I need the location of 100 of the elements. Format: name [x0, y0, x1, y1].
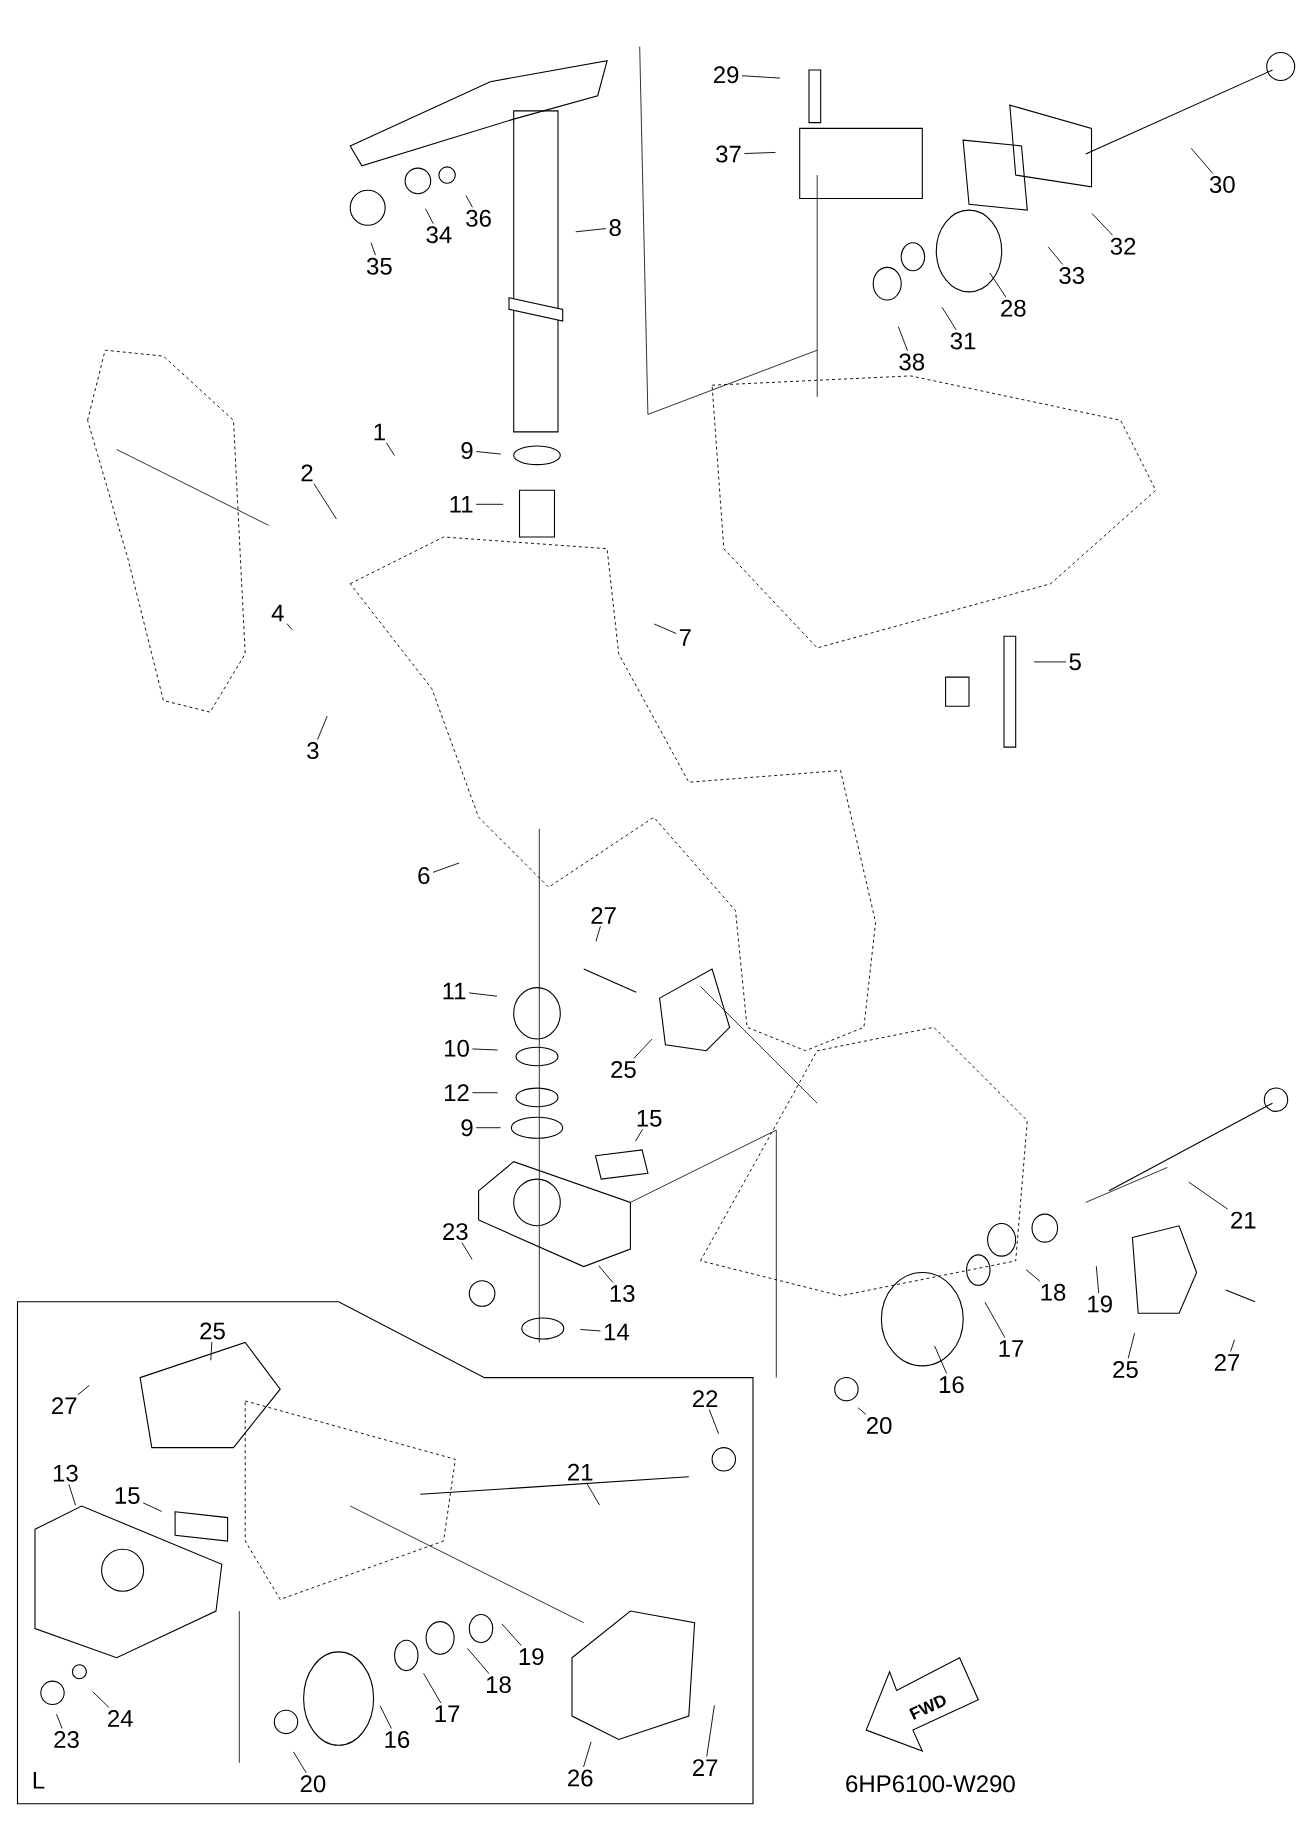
- callout-number: 25: [1113, 1360, 1138, 1378]
- leader-line: [741, 75, 781, 79]
- leader-line: [1095, 1265, 1100, 1294]
- leader-line: [423, 1672, 442, 1704]
- callout-number: 34: [426, 226, 452, 244]
- drawing-code: 6HP6100-W290: [846, 1775, 1015, 1793]
- leader-line: [1033, 661, 1067, 663]
- leader-line: [598, 1265, 614, 1283]
- leader-line: [984, 1301, 1006, 1339]
- callout-number: 16: [385, 1731, 410, 1748]
- leader-line: [379, 1705, 392, 1729]
- callout-number: 5: [1069, 653, 1081, 671]
- callout-number: 6: [418, 867, 430, 885]
- callout-number: 9: [461, 1119, 473, 1137]
- leader-line: [286, 623, 293, 631]
- callout-number: 19: [519, 1648, 544, 1666]
- callout-number: 32: [1110, 237, 1136, 255]
- leader-line: [579, 1329, 601, 1332]
- leader-line: [595, 925, 601, 942]
- callout-number: 9: [461, 442, 473, 460]
- callout-number: 23: [54, 1731, 79, 1748]
- leader-line: [432, 862, 460, 873]
- callout-number: 10: [445, 1039, 469, 1057]
- leader-line: [653, 623, 677, 634]
- callout-number: 15: [637, 1110, 662, 1127]
- leader-line: [1091, 213, 1114, 236]
- leader-line: [708, 1409, 720, 1435]
- leader-line: [475, 1127, 502, 1129]
- callout-number: 7: [679, 629, 691, 646]
- leader-line: [293, 1751, 307, 1774]
- leader-line: [68, 1483, 76, 1506]
- leader-line: [635, 1128, 644, 1142]
- callout-number: 22: [692, 1390, 718, 1407]
- callout-number: 11: [450, 496, 473, 513]
- leader-line: [56, 1713, 63, 1729]
- leader-line: [897, 326, 909, 352]
- callout-number: 18: [1041, 1283, 1066, 1301]
- callout-number: 12: [445, 1084, 469, 1102]
- callout-number: 28: [1001, 299, 1026, 317]
- leader-line: [583, 1741, 592, 1768]
- leader-line: [941, 306, 957, 331]
- callout-number: 38: [899, 353, 925, 371]
- callout-number: 19: [1088, 1295, 1112, 1313]
- leader-line: [1190, 147, 1214, 174]
- callout-number: 17: [999, 1340, 1024, 1357]
- leader-line: [466, 1647, 490, 1674]
- callout-number: 16: [939, 1376, 964, 1394]
- callout-number: 26: [568, 1769, 593, 1787]
- direction-label: FWD: [909, 1695, 946, 1720]
- callout-number: 35: [366, 257, 392, 275]
- callout-number: 13: [610, 1285, 635, 1302]
- callout-number: 20: [300, 1775, 326, 1793]
- leader-line: [313, 483, 337, 520]
- callout-number: 2: [301, 464, 313, 482]
- callout-number: 25: [611, 1060, 636, 1078]
- callout-number: 25: [200, 1322, 225, 1340]
- leader-line: [743, 151, 776, 154]
- callout-number: 14: [604, 1323, 630, 1341]
- leader-line: [142, 1502, 163, 1512]
- leader-line: [1230, 1339, 1235, 1352]
- callout-number: 11: [443, 982, 466, 1000]
- view-label: L: [33, 1772, 45, 1789]
- callout-number: 23: [443, 1223, 468, 1241]
- leader-line: [1188, 1181, 1228, 1210]
- callout-number: 31: [950, 332, 976, 350]
- callout-number: 29: [713, 66, 739, 84]
- callout-number: 8: [609, 219, 621, 237]
- leader-line: [586, 1482, 600, 1506]
- callout-number: 18: [487, 1676, 511, 1694]
- leader-line: [934, 1345, 948, 1374]
- leader-line: [370, 242, 376, 256]
- leader-line: [1127, 1332, 1136, 1359]
- callout-number: 24: [108, 1710, 133, 1727]
- callout-number: 21: [568, 1463, 593, 1481]
- callout-number: 27: [692, 1759, 718, 1776]
- leader-line: [468, 992, 498, 997]
- leader-line: [706, 1704, 715, 1758]
- leader-line: [385, 442, 395, 456]
- leader-line: [475, 503, 504, 505]
- callout-number: 21: [1231, 1211, 1256, 1229]
- leader-line: [425, 208, 434, 225]
- leader-line: [465, 195, 473, 208]
- callout-number: 3: [307, 742, 319, 760]
- leader-line: [1047, 246, 1064, 265]
- leader-line: [471, 1048, 499, 1051]
- leader-line: [989, 272, 1007, 298]
- callout-number: 30: [1209, 176, 1235, 193]
- leader-line: [633, 1038, 653, 1059]
- callout-number: 13: [53, 1464, 78, 1482]
- leader-line: [92, 1691, 110, 1708]
- callout-number: 15: [115, 1487, 140, 1504]
- leader-line: [1025, 1269, 1041, 1282]
- callout-number: 33: [1059, 267, 1084, 284]
- leader-line: [857, 1407, 867, 1415]
- callout-number: 37: [716, 145, 741, 163]
- leader-line: [461, 1242, 473, 1260]
- leader-line: [210, 1341, 213, 1361]
- leader-line: [317, 715, 328, 740]
- callout-number: 36: [466, 209, 491, 227]
- callout-number: 20: [866, 1416, 892, 1434]
